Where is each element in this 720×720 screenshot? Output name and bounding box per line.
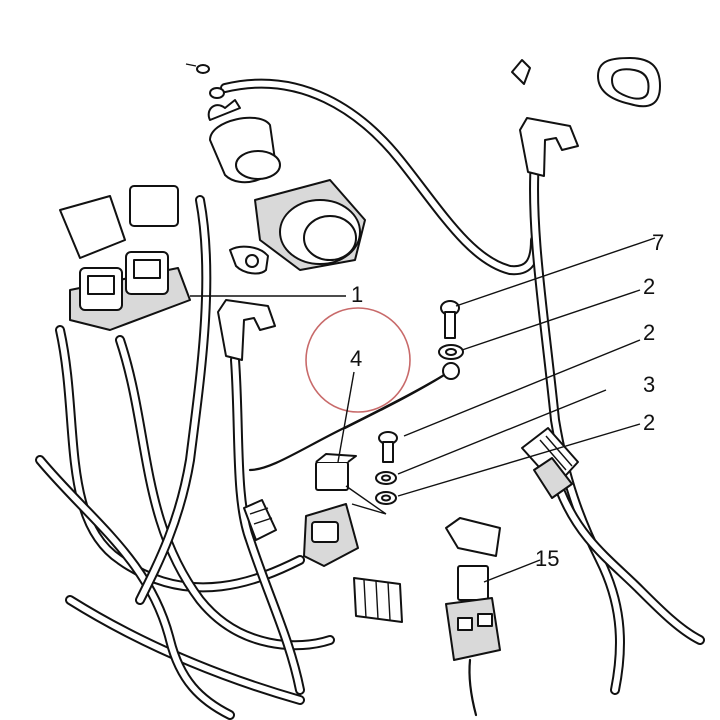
callout-2b: 2 (643, 320, 655, 345)
right-wire-clip (519, 117, 579, 177)
ignition-wire (220, 78, 540, 276)
coil-component (185, 63, 366, 271)
callout-3: 3 (643, 372, 655, 397)
connector-block-1 (59, 185, 269, 331)
right-harness-bundle (529, 155, 705, 695)
callout-labels: 1 2 2 3 2 4 7 15 (350, 230, 664, 571)
fuse-holder-15 (445, 517, 501, 717)
ground-wire (248, 362, 460, 472)
callout-7: 7 (652, 230, 664, 255)
highlight-circle (305, 307, 411, 413)
callout-4: 4 (350, 346, 362, 371)
leader-lines (190, 237, 656, 583)
relay-component (303, 453, 403, 623)
hardware-stack (345, 300, 464, 515)
callout-1: 1 (351, 282, 363, 307)
callout-15: 15 (535, 546, 559, 571)
callout-2c: 2 (643, 410, 655, 435)
grommet-part (511, 57, 661, 108)
callout-2a: 2 (643, 274, 655, 299)
center-wire-clip (217, 299, 276, 361)
right-connector (521, 427, 579, 499)
main-harness-bundle (35, 195, 335, 720)
inline-connector (243, 499, 277, 541)
